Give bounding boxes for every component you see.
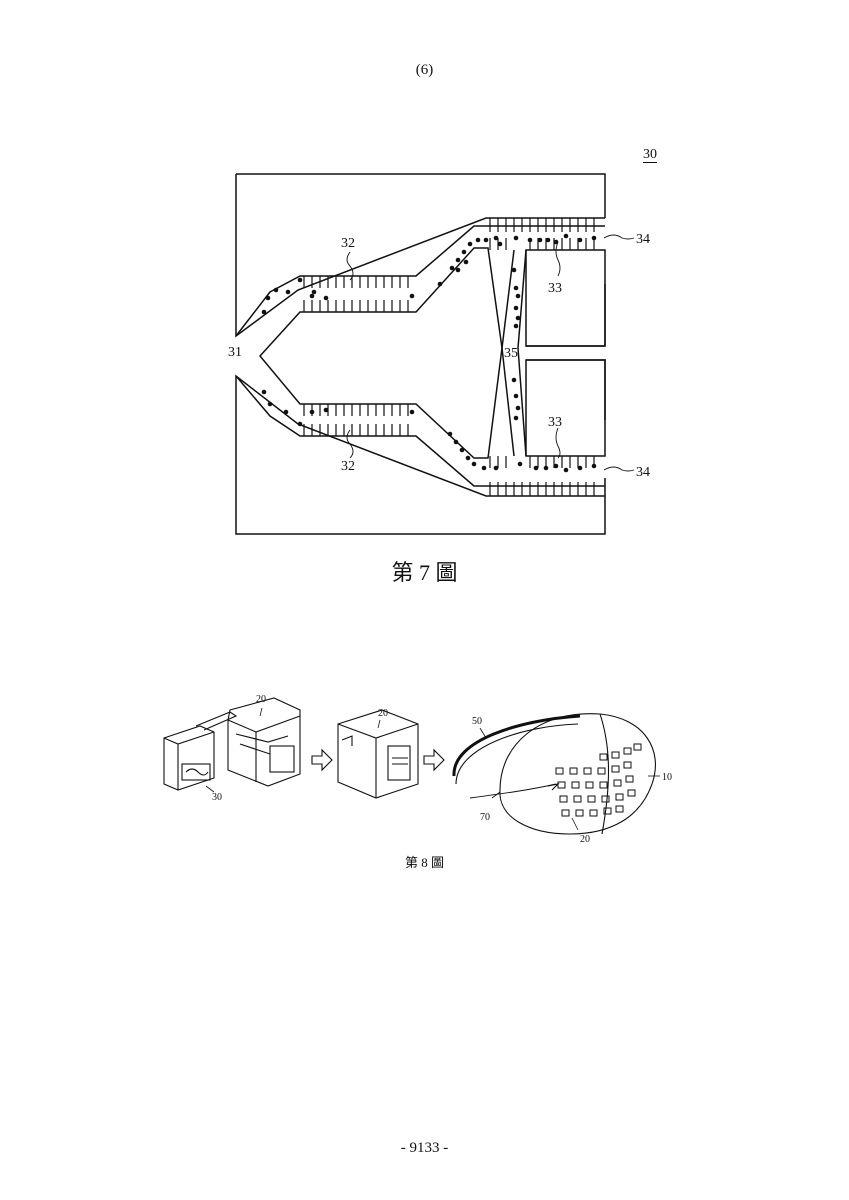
label-20-array: 20 bbox=[580, 834, 590, 845]
label-32-lower: 32 bbox=[341, 459, 355, 474]
label-34-upper: 34 bbox=[636, 232, 650, 247]
figure8-leader-lines bbox=[206, 708, 660, 830]
figure8-diagram: 20 20 30 50 10 70 20 bbox=[0, 680, 849, 860]
label-33-upper: 33 bbox=[548, 281, 562, 296]
figure8-arrow-1 bbox=[312, 750, 332, 770]
label-33-lower: 33 bbox=[548, 415, 562, 430]
label-50: 50 bbox=[472, 716, 482, 727]
figure7-lower-chamber bbox=[526, 360, 605, 456]
figure7-caption: 第 7 圖 bbox=[0, 555, 849, 587]
figure7-lower-teeth bbox=[304, 404, 408, 436]
page-number: - 9133 - bbox=[0, 1140, 849, 1157]
figure7-frame bbox=[236, 174, 605, 534]
figure7-diagram: 32 32 31 33 33 34 34 35 bbox=[0, 0, 849, 600]
label-70: 70 bbox=[480, 812, 490, 823]
figure8-assembled-component bbox=[338, 710, 418, 798]
label-32-upper: 32 bbox=[341, 236, 355, 251]
figure8-exploded-assembly bbox=[164, 698, 300, 790]
figure7-inner-body bbox=[260, 248, 502, 458]
label-35: 35 bbox=[504, 346, 518, 361]
label-31: 31 bbox=[228, 345, 242, 360]
label-20-first: 20 bbox=[256, 694, 266, 705]
figure7-upper-chamber bbox=[526, 250, 605, 346]
label-10: 10 bbox=[662, 772, 672, 783]
figure7-upper-teeth bbox=[304, 276, 408, 312]
label-34-lower: 34 bbox=[636, 465, 650, 480]
label-20-second: 20 bbox=[378, 708, 388, 719]
label-30-fig8: 30 bbox=[212, 792, 222, 803]
figure7-lower-outlet-teeth bbox=[490, 456, 594, 496]
figure8-arrow-2 bbox=[424, 750, 444, 770]
figure8-module-array bbox=[556, 744, 641, 816]
figure8-caption: 第 8 圖 bbox=[0, 852, 849, 871]
figure7-upper-outlet-teeth bbox=[490, 218, 594, 250]
